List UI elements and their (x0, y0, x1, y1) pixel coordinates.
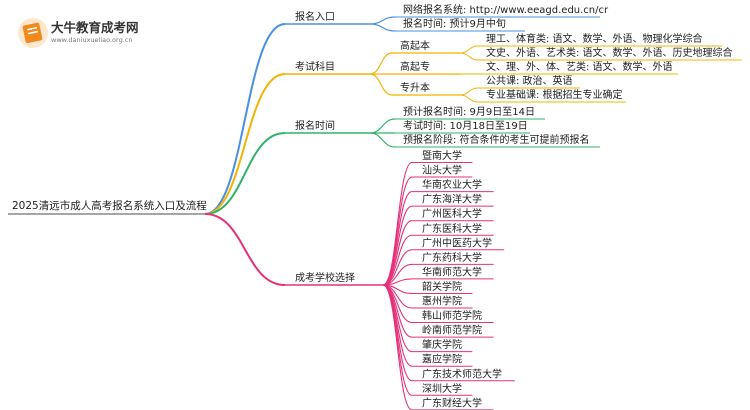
logo: 大牛教育成考网 www.daniuxueliao.org.cn (18, 18, 139, 48)
subject-item: 公共课: 政治、英语 (486, 74, 573, 87)
connector-line (459, 52, 479, 61)
connector-line (382, 284, 413, 382)
connector-line (204, 23, 286, 215)
subject-group-label: 高起专 (400, 60, 430, 73)
entry-item: 网络报名系统: http://www.eeagd.edu.cn/cr (403, 3, 609, 16)
connector-line (204, 73, 286, 215)
logo-url: www.daniuxueliao.org.cn (51, 36, 132, 44)
school-item: 广东财经大学 (422, 396, 482, 409)
school-item: 广东药科大学 (422, 251, 482, 264)
subject-item: 理工、体育类: 语文、数学、外语、物理化学综合 (486, 32, 703, 45)
branch-subjects-label: 考试科目 (295, 60, 335, 73)
time-item: 预计报名时间: 9月9日至14日 (403, 105, 535, 118)
school-item: 广东医科大学 (422, 222, 482, 235)
connector-line (382, 284, 413, 410)
connector-line (382, 191, 413, 286)
school-item: 广东海洋大学 (422, 193, 482, 206)
connector-line (369, 16, 396, 25)
school-item: 深圳大学 (422, 382, 462, 395)
school-list: 暨南大学汕头大学华南农业大学广东海洋大学广州医科大学广东医科大学广州中医药大学广… (422, 149, 502, 409)
school-item: 广东技术师范大学 (422, 367, 502, 380)
school-item: 华南农业大学 (422, 178, 482, 191)
connector-line (204, 132, 286, 215)
school-item: 汕头大学 (422, 164, 462, 177)
subject-group-label: 高起本 (400, 39, 430, 52)
subject-item: 专业基础课: 根据招生专业确定 (486, 88, 623, 101)
subject-group-label: 专升本 (400, 81, 430, 94)
connector-line (382, 284, 413, 396)
branch-entry-label: 报名入口 (295, 10, 335, 23)
school-item: 韩山师范学院 (422, 309, 482, 322)
subject-item: 文、理、外、体、艺类: 语文、数学、外语 (486, 60, 673, 73)
connector-line (369, 52, 393, 75)
branch-time-label: 报名时间 (295, 119, 335, 132)
time-item: 考试时间: 10月18日至19日 (403, 119, 528, 132)
connector-line (382, 205, 413, 286)
school-item: 广州中医药大学 (422, 236, 492, 249)
connector-line (459, 45, 479, 54)
school-item: 华南师范大学 (422, 265, 482, 278)
connector-line (369, 132, 396, 148)
school-item: 岭南师范学院 (422, 324, 482, 337)
logo-title: 大牛教育成考网 (51, 20, 139, 35)
school-item: 肇庆学院 (422, 338, 462, 351)
connector-line (369, 118, 396, 134)
connector-line (459, 94, 479, 103)
branch-schools-label: 成考学校选择 (295, 271, 355, 284)
school-item: 嘉应学院 (422, 353, 462, 366)
school-item: 暨南大学 (422, 149, 462, 162)
root-topic: 2025清远市成人高考报名系统入口及流程 (12, 199, 207, 212)
school-item: 韶关学院 (422, 280, 462, 293)
mindmap-edges (8, 16, 742, 410)
school-item: 广州医科大学 (422, 207, 482, 220)
connector-line (459, 87, 479, 96)
connector-line (369, 73, 393, 96)
connector-line (204, 213, 286, 286)
subject-item: 文史、外语、艺术类: 语文、数学、外语、历史地理综合 (486, 46, 733, 59)
connector-line (369, 23, 396, 32)
school-item: 惠州学院 (422, 295, 462, 308)
time-item: 预报名阶段: 符合条件的考生可提前预报名 (403, 133, 590, 146)
entry-item: 报名时间: 预计9月中旬 (403, 17, 506, 30)
